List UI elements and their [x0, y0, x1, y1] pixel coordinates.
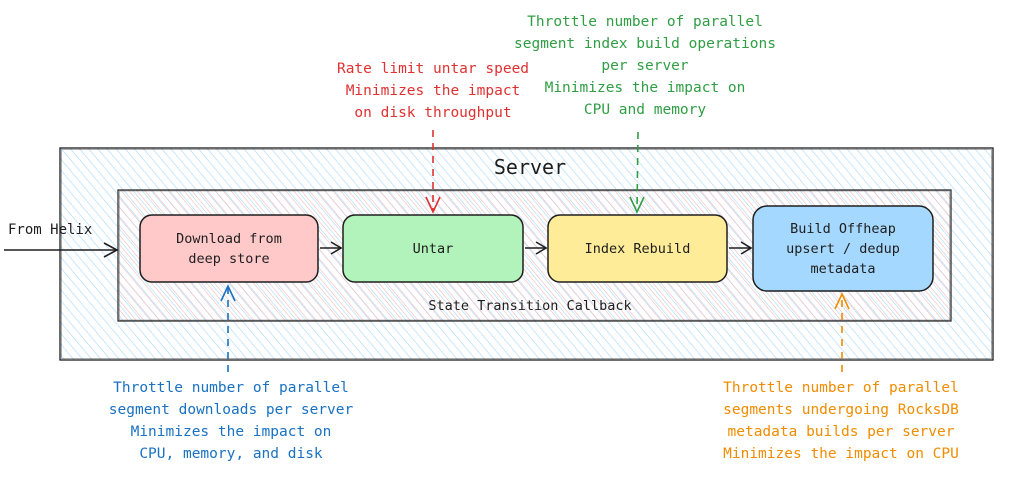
annotation-arrow-metadata — [834, 292, 850, 372]
annotation-metadata: Throttle number of parallel segments und… — [723, 380, 959, 462]
annotation-arrow-index — [629, 131, 645, 214]
server-label: Server — [493, 155, 567, 179]
flow-arrow-input — [4, 242, 119, 258]
step-untar-text: Untar — [412, 240, 454, 257]
annotation-index: Throttle number of parallel segment inde… — [514, 14, 776, 118]
step-untar-box — [342, 214, 524, 283]
input-label: From Helix — [8, 222, 93, 238]
step-metadata-box — [752, 205, 934, 292]
annotation-download: Throttle number of parallel segment down… — [108, 380, 354, 462]
annotation-untar: Rate limit untar speed Minimizes the imp… — [336, 61, 530, 121]
step-download-text: Download from deep store — [176, 230, 282, 267]
annotation-arrow-untar — [425, 130, 441, 214]
step-index-box — [547, 214, 728, 283]
step-index-text: Index Rebuild — [584, 240, 691, 257]
step-metadata-text: Build Offheap upsert / dedup metadata — [786, 220, 900, 277]
flow-arrow-1 — [320, 241, 343, 255]
flow-arrow-3 — [729, 241, 753, 255]
step-download-box — [139, 214, 319, 283]
callback-label: State Transition Callback — [428, 298, 632, 314]
annotation-arrow-download — [220, 284, 236, 372]
flow-arrow-2 — [525, 241, 548, 255]
